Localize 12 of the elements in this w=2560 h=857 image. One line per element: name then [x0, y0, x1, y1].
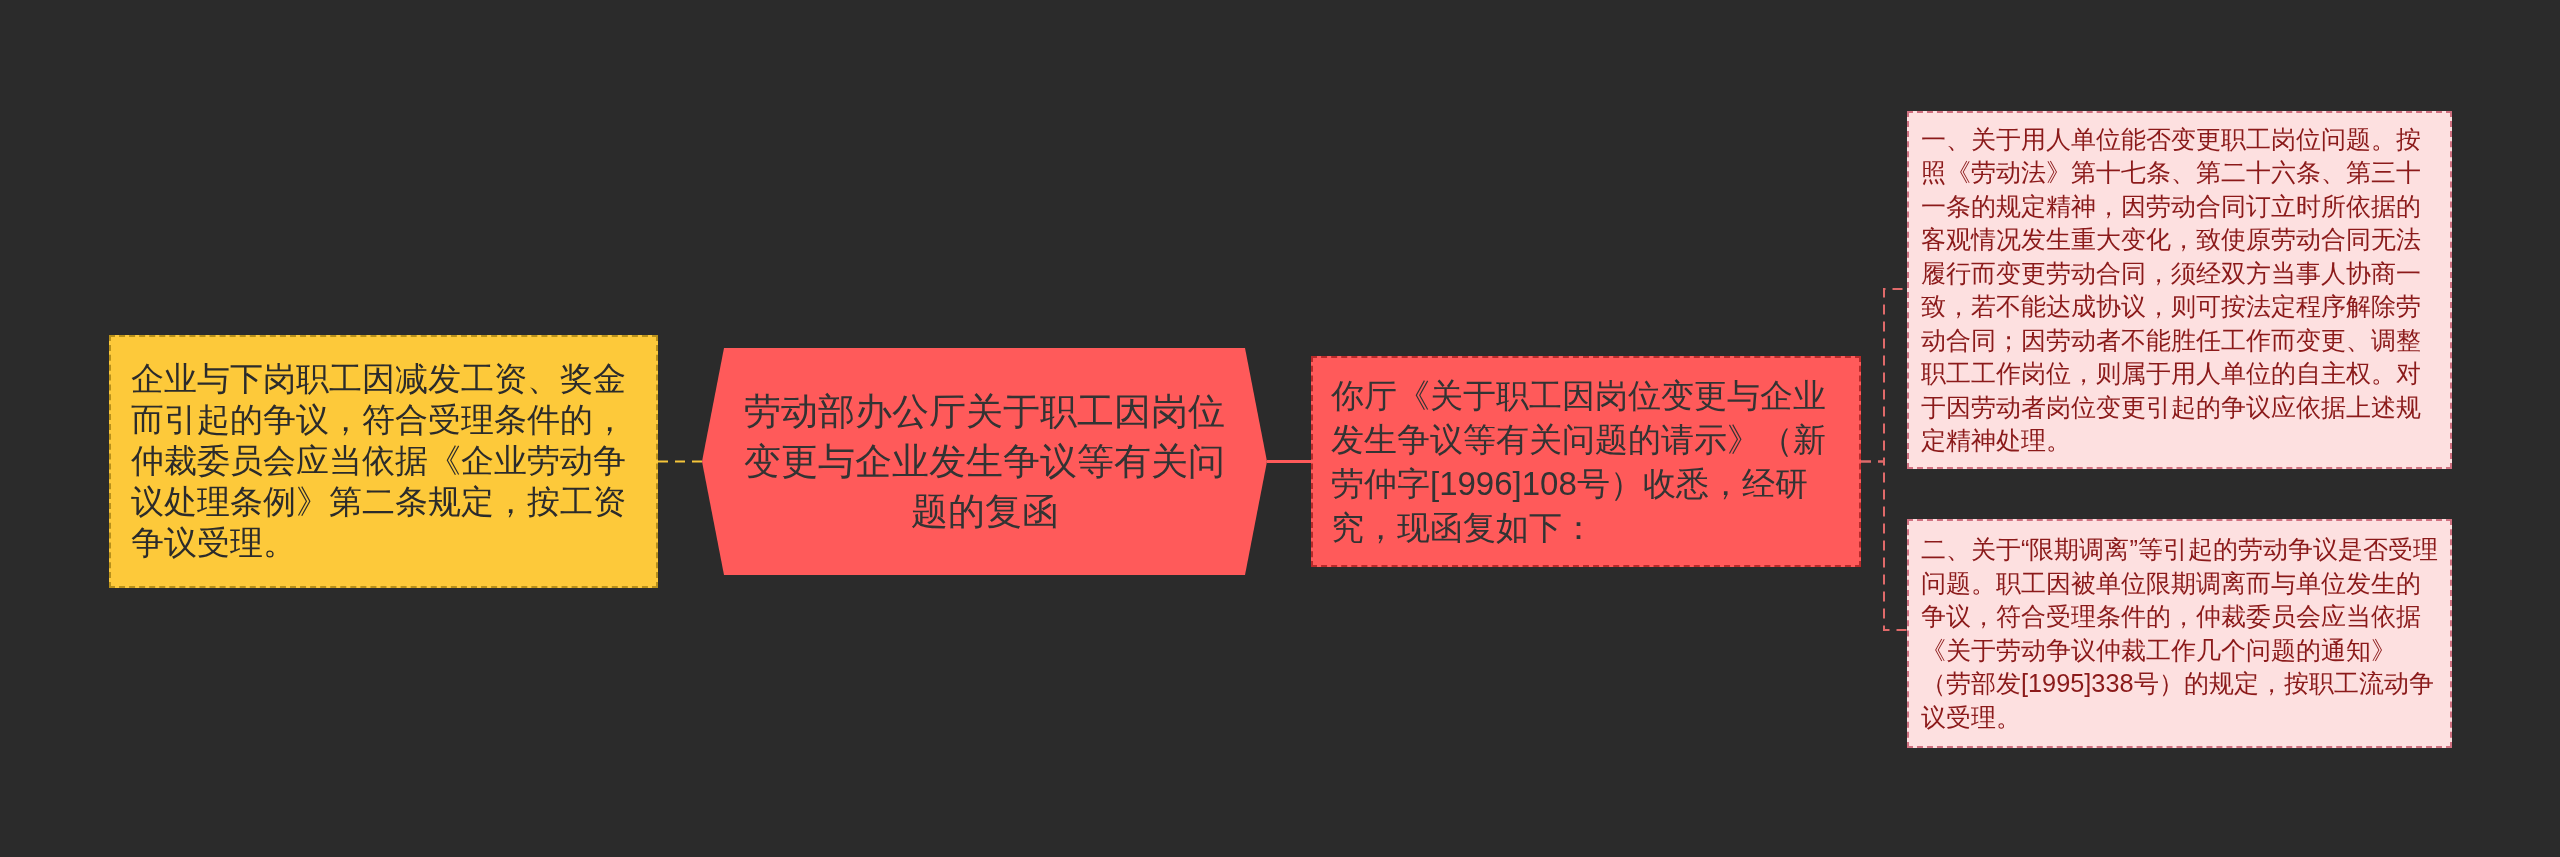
body-text: 你厅《关于职工因岗位变更与企业发生争议等有关问题的请示》（新劳仲字[1996]108号）收悉，经研究，现函复如下： — [1331, 375, 1827, 548]
subtopic-box — [1907, 519, 2452, 748]
connector-line — [657, 460, 703, 463]
body-text: 一、关于用人单位能否变更职工岗位问题。按照《劳动法》第十七条、第二十六条、第三十一条的规定精神，因劳动合同订立时所依据的客观情况发生重大变化，致使原劳动合同无法履行而变更劳动合同，须经双方当事人协商一致，若不能达成协议，则可按法定程序解除劳动合同；因劳动者不能胜任工作而变更、调整职工工作岗位，则属于用人单位的自主权。对于因劳动者岗位变更引起的争议应依据上述规定精神处理。 — [1921, 123, 2422, 456]
topic-box — [109, 335, 658, 588]
body-text: 二、关于“限期调离”等引起的劳动争议是否受理问题。职工因被单位限期调离而与单位发生的争议，符合受理条件的，仲裁委员会应当依据《关于劳动争议仲裁工作几个问题的通知》（劳部发[1995]338号）的规定，按职工流动争议受理。 — [1921, 534, 2438, 733]
connector-line — [1267, 460, 1311, 463]
central-topic — [702, 348, 1267, 575]
topic-box — [1311, 356, 1861, 567]
title-text: 劳动部办公厅关于职工因岗位变更与企业发生争议等有关问题的复函 — [743, 389, 1226, 534]
body-text: 企业与下岗职工因减发工资、奖金而引起的争议，符合受理条件的，仲裁委员会应当依据《企业劳动争议处理条例》第二条规定，按工资争议受理。 — [131, 360, 627, 563]
connector-line — [1860, 460, 1908, 631]
